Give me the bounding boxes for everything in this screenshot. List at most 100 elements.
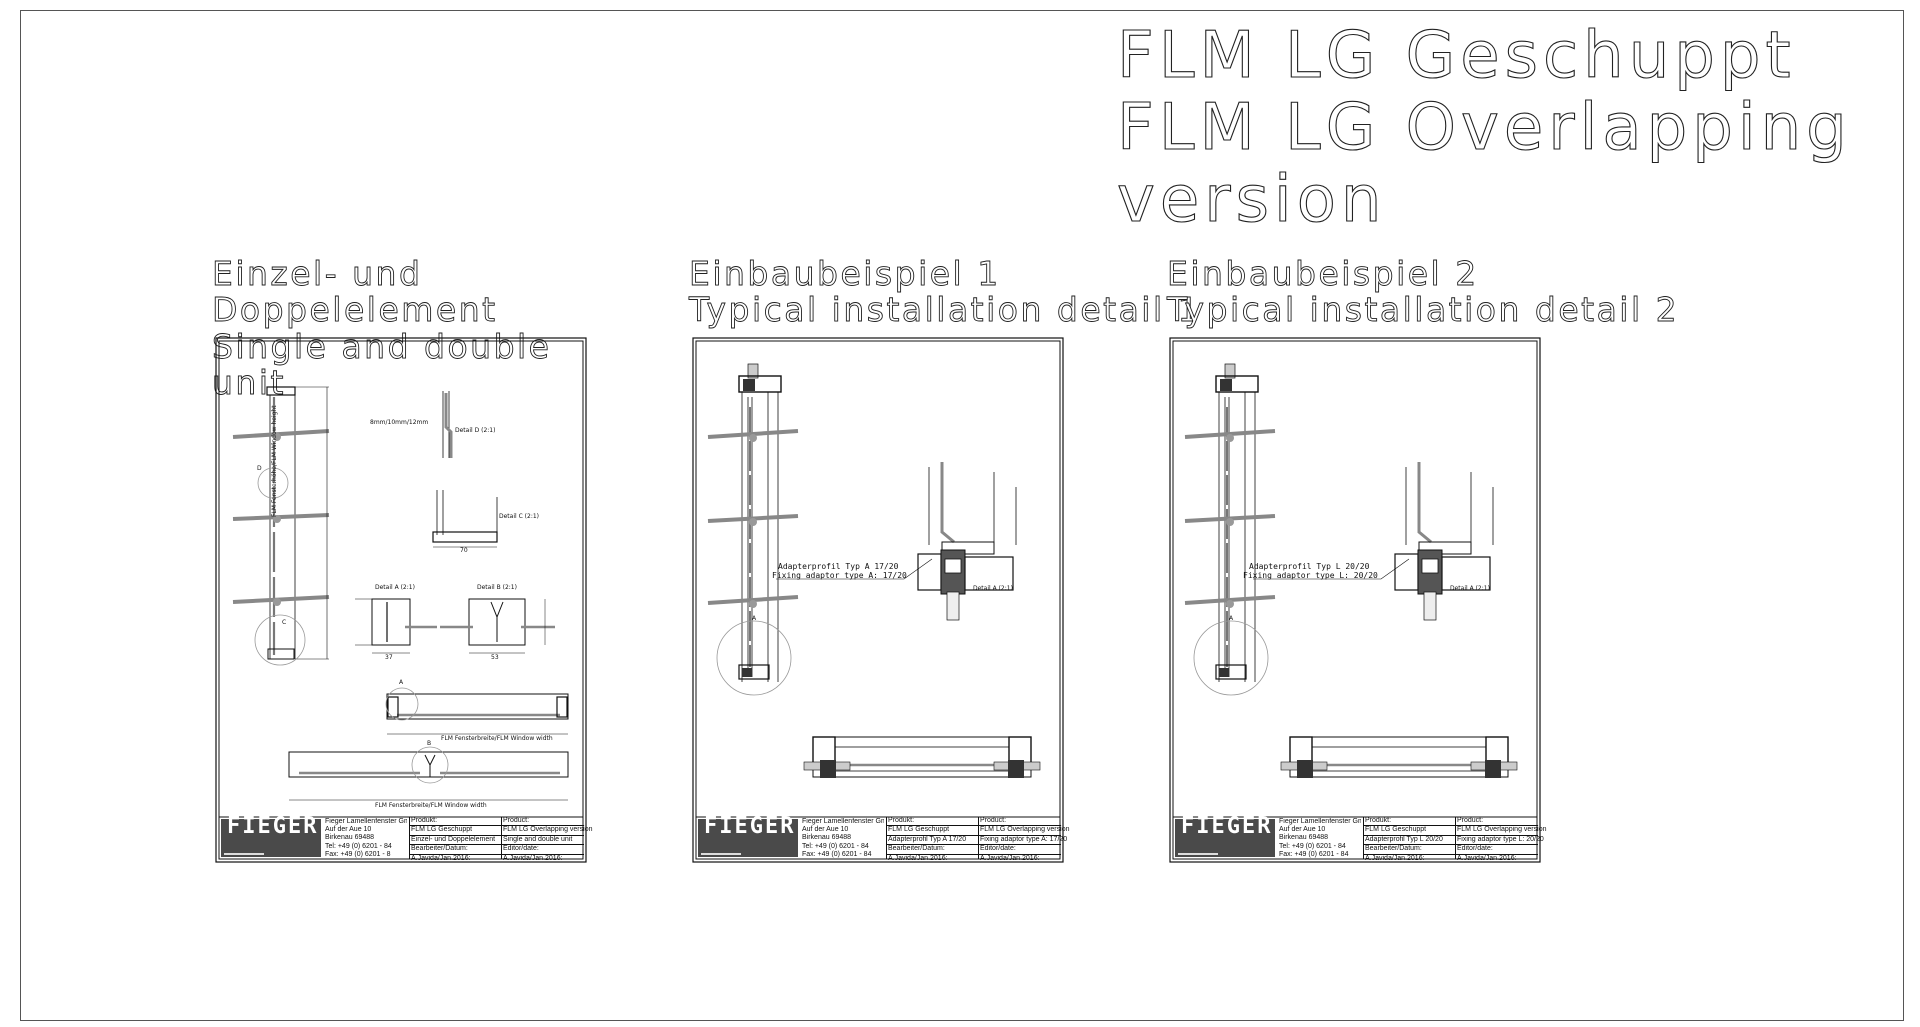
drawing-sheet-border (20, 10, 1904, 1021)
glass-thickness-label: 8mm/10mm/12mm (370, 419, 429, 426)
adapter-profile-de: Adapterprofil Typ A 17/20 (778, 562, 899, 571)
mark-c: C (282, 619, 287, 626)
title-block-cell: Fixing adaptor type L: 20/20 (1456, 836, 1544, 846)
heading-line-3: version (1116, 163, 1387, 237)
address-line: Auf der Aue 10 (1279, 826, 1326, 834)
address-line: Birkenau 69488 (325, 834, 375, 842)
title-block-cell: FLM LG Geschuppt (1364, 826, 1456, 836)
address-line: Auf der Aue 10 (802, 826, 849, 834)
logo-text: FIEGER (227, 814, 319, 839)
detail-a-label: Detail A (2:1) (375, 584, 415, 591)
drawing-installation-detail-1 (692, 337, 1064, 863)
address-line: Fieger Lamellenfenster GmbH (325, 818, 407, 825)
sheet-single-double-unit: 8mm/10mm/12mm Detail D (2:1) Detail C (2… (215, 337, 592, 863)
title-block: FIEGER Fieger Lamellenfenster GmbHAuf de… (219, 814, 592, 862)
address-line: Fieger Lamellenfenster GmbH (802, 818, 884, 825)
detail-d-label: Detail D (2:1) (455, 427, 496, 434)
title-block-cell: Product: (1456, 817, 1538, 827)
section-2-label-1: Einbaubeispiel 1 (689, 254, 1001, 293)
title-block-cell: A.Javida/Jan.2016: (503, 854, 563, 862)
fieger-logo: FIEGER (221, 814, 321, 857)
company-address: Fieger Lamellenfenster GmbHAuf der Aue 1… (1279, 818, 1361, 859)
address-line: Birkenau 69488 (802, 834, 852, 842)
title-block-cell: Produkt: (1364, 817, 1456, 827)
title-block-cell: FLM LG Overlapping version (1456, 826, 1546, 836)
address-line: Tel: +49 (0) 6201 - 84 (325, 842, 392, 850)
address-line: Fax: +49 (0) 6201 - 8 (325, 850, 391, 858)
dim-53: 53 (491, 654, 499, 661)
mark-b: B (427, 740, 432, 747)
detail-a-label: Detail A (2:1) (1450, 585, 1490, 592)
title-block-cell: Editor/date: (502, 845, 584, 855)
title-block-cell: Einzel- und Doppelelement (410, 836, 502, 846)
fieger-logo: FIEGER (1175, 814, 1275, 857)
title-block-cell: Bearbeiter/Datum: (887, 845, 979, 855)
address-line: Tel: +49 (0) 6201 - 84 (802, 842, 869, 850)
section-3-label-2: Typical installation detail 2 (1167, 290, 1680, 329)
sheet-installation-detail-1: Adapterprofil Typ A 17/20 Fixing adaptor… (692, 337, 1069, 863)
heading-line-2: FLM LG Overlapping (1116, 91, 1852, 165)
detail-c-label: Detail C (2:1) (499, 513, 540, 520)
title-block-cell: Editor/date: (979, 845, 1061, 855)
section-1-label-2: Doppelelement (212, 290, 498, 329)
adapter-profile-de: Adapterprofil Typ L 20/20 (1249, 562, 1370, 571)
address-line: Fieger Lamellenfenster GmbH (1279, 818, 1361, 825)
title-block-cell: FLM LG Geschuppt (887, 826, 979, 836)
adapter-profile-en: Fixing adaptor type A: 17/20 (772, 571, 907, 580)
logo-text: FIEGER (1181, 814, 1273, 839)
section-1-label-3: Single and double (212, 327, 552, 366)
title-block-cell: A.Javida/Jan.2016: (1365, 854, 1425, 862)
address-line: Fax: +49 (0) 6201 - 84 (1279, 850, 1349, 858)
mark-a: A (752, 615, 757, 622)
title-block-cell: FLM LG Overlapping version (502, 826, 592, 836)
drawing-installation-detail-2 (1169, 337, 1541, 863)
fieger-logo: FIEGER (698, 814, 798, 857)
mark-a: A (1229, 615, 1234, 622)
window-height-label: FLM Fensterhöhe/FLM Window height (271, 405, 278, 517)
company-address: Fieger Lamellenfenster GmbHAuf der Aue 1… (802, 818, 884, 859)
title-block-cell: Adapterprofil Typ A 17/20 (887, 836, 979, 846)
title-block-cell: FLM LG Geschuppt (410, 826, 502, 836)
title-block-cell: A.Javida/Jan.2016: (888, 854, 948, 862)
title-block-cell: Single and double unit (502, 836, 584, 846)
title-block-cell: Bearbeiter/Datum: (410, 845, 502, 855)
dim-70: 70 (460, 547, 468, 554)
title-block: FIEGER Fieger Lamellenfenster GmbHAuf de… (696, 814, 1069, 862)
title-block-cell: FLM LG Overlapping version (979, 826, 1069, 836)
sheet-installation-detail-2: Adapterprofil Typ L 20/20 Fixing adaptor… (1169, 337, 1546, 863)
heading-line-1: FLM LG Geschuppt (1116, 19, 1796, 93)
mark-d: D (257, 465, 262, 472)
address-line: Auf der Aue 10 (325, 826, 372, 834)
address-line: Tel: +49 (0) 6201 - 84 (1279, 842, 1346, 850)
title-block-cell: A.Javida/Jan.2016: (411, 854, 471, 862)
title-block-cell: Produkt: (410, 817, 502, 827)
title-block-cell: Product: (502, 817, 584, 827)
title-block-cell: Bearbeiter/Datum: (1364, 845, 1456, 855)
adapter-profile-en: Fixing adaptor type L: 20/20 (1243, 571, 1378, 580)
section-1-label-1: Einzel- und (212, 254, 423, 293)
section-3-label-1: Einbaubeispiel 2 (1167, 254, 1479, 293)
title-block-cell: A.Javida/Jan.2016: (1457, 854, 1517, 862)
title-block-cell: Fixing adaptor type A: 17/20 (979, 836, 1067, 846)
detail-b-label: Detail B (2:1) (477, 584, 517, 591)
title-block-cell: Produkt: (887, 817, 979, 827)
title-block-cell: Adapterprofil Typ L 20/20 (1364, 836, 1456, 846)
address-line: Fax: +49 (0) 6201 - 84 (802, 850, 872, 858)
logo-text: FIEGER (704, 814, 796, 839)
address-line: Birkenau 69488 (1279, 834, 1329, 842)
title-block: FIEGER Fieger Lamellenfenster GmbHAuf de… (1173, 814, 1546, 862)
drawing-single-double-unit (215, 337, 587, 863)
title-block-cell: Editor/date: (1456, 845, 1538, 855)
mark-a: A (399, 679, 404, 686)
title-block-cell: Product: (979, 817, 1061, 827)
title-block-cell: A.Javida/Jan.2016: (980, 854, 1040, 862)
company-address: Fieger Lamellenfenster GmbHAuf der Aue 1… (325, 818, 407, 859)
dim-37: 37 (385, 654, 393, 661)
detail-a-label: Detail A (2:1) (973, 585, 1013, 592)
